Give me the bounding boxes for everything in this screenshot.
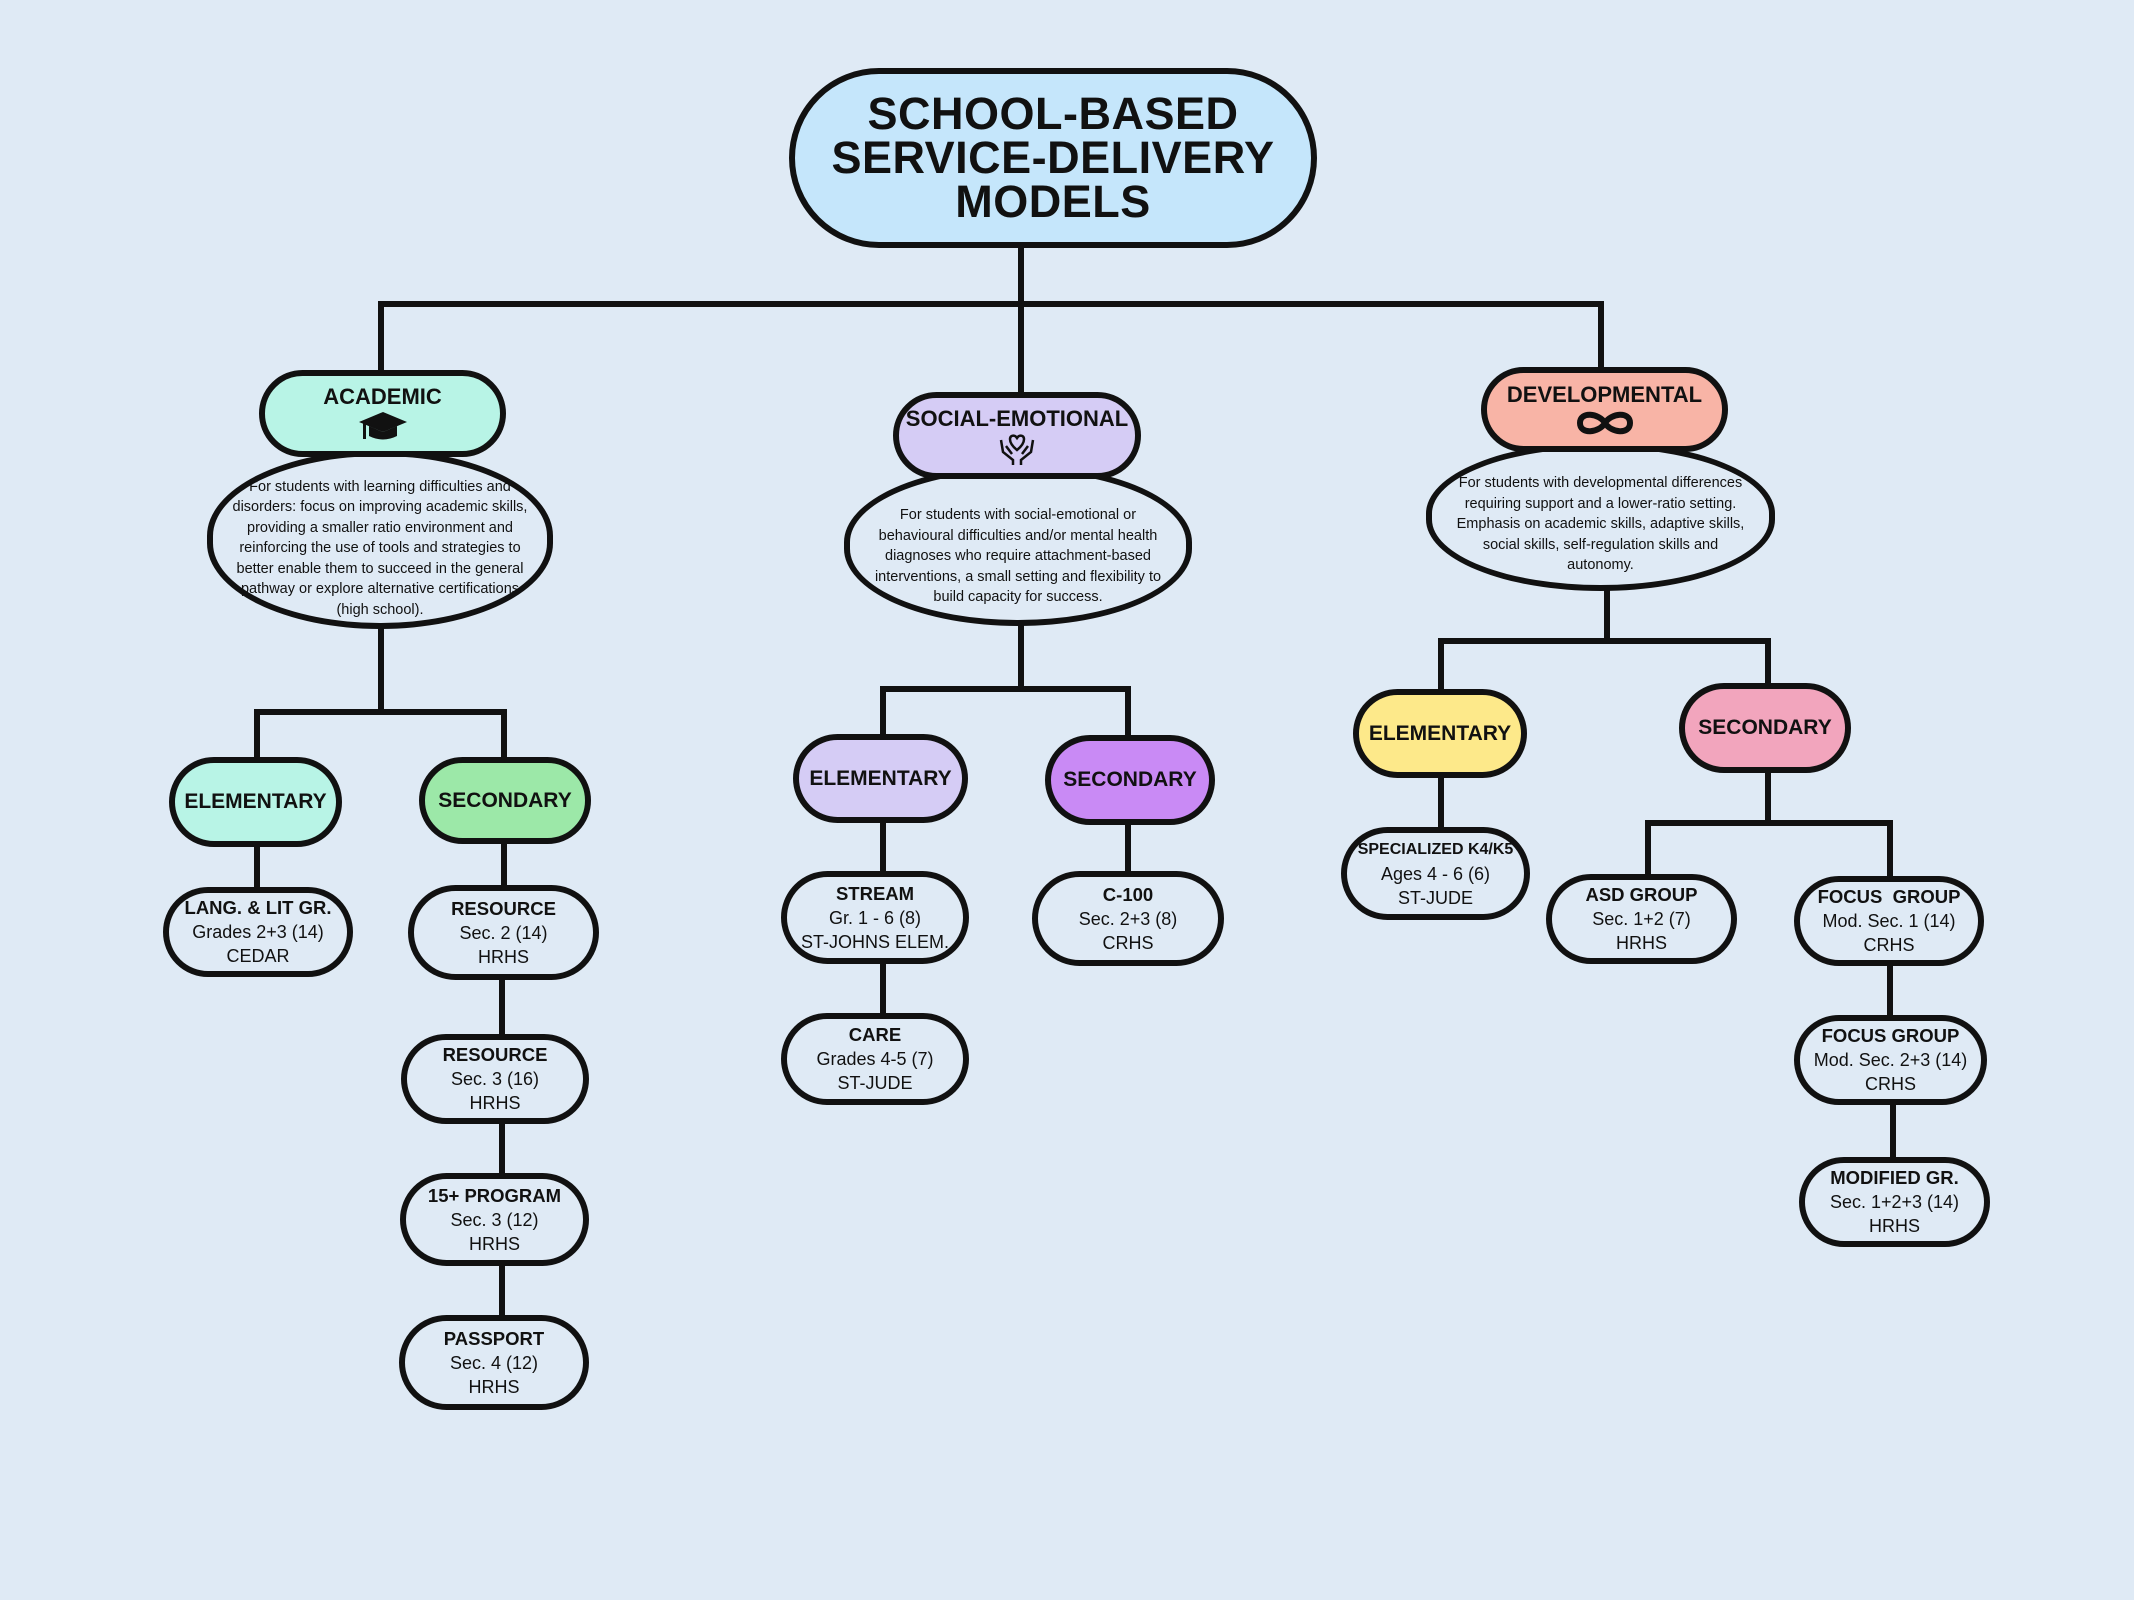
academic-description: For students with learning difficulties … — [207, 450, 553, 629]
graduation-cap-icon — [357, 410, 409, 444]
developmental-description: For students with developmental differen… — [1426, 442, 1775, 591]
program-care: CARE Grades 4-5 (7) ST-JUDE — [781, 1013, 969, 1105]
program-name: CARE — [848, 1024, 902, 1045]
developmental-description-text: For students with developmental differen… — [1456, 475, 1745, 574]
level-label: SECONDARY — [1698, 716, 1832, 739]
program-name: PASSPORT — [443, 1327, 545, 1349]
category-developmental: DEVELOPMENTAL — [1481, 367, 1728, 452]
social-elementary: ELEMENTARY — [793, 734, 968, 823]
level-label: ELEMENTARY — [809, 766, 952, 790]
academic-description-text: For students with learning difficulties … — [232, 478, 528, 618]
program-name: MODIFIED GR. — [1830, 1167, 1959, 1188]
social-label: SOCIAL-EMOTIONAL — [905, 405, 1129, 431]
program-name: FOCUS GROUP — [1817, 886, 1961, 907]
program-school: HRHS — [469, 1093, 521, 1113]
level-label: SECONDARY — [1063, 768, 1197, 791]
title-line-1: SCHOOL-BASED — [867, 88, 1239, 139]
category-social-emotional: SOCIAL-EMOTIONAL — [893, 392, 1141, 479]
program-15-plus: 15+ PROGRAM Sec. 3 (12) HRHS — [400, 1173, 589, 1266]
program-name: FOCUS GROUP — [1821, 1025, 1960, 1046]
program-stream: STREAM Gr. 1 - 6 (8) ST-JOHNS ELEM. — [781, 871, 969, 964]
diagram-title: SCHOOL-BASED SERVICE-DELIVERY MODELS — [789, 68, 1317, 248]
level-label: ELEMENTARY — [184, 790, 327, 813]
program-school: CEDAR — [226, 946, 290, 966]
program-detail: Gr. 1 - 6 (8) — [828, 907, 922, 928]
program-school: ST-JUDE — [1397, 887, 1473, 908]
program-name: ASD GROUP — [1585, 884, 1698, 905]
level-label: SECONDARY — [438, 788, 572, 812]
program-name: STREAM — [835, 882, 915, 904]
program-school: HRHS — [477, 946, 529, 967]
program-detail: Mod. Sec. 1 (14) — [1822, 911, 1956, 931]
program-detail: Sec. 1+2+3 (14) — [1829, 1192, 1960, 1212]
program-detail: Sec. 4 (12) — [449, 1352, 539, 1373]
program-resource-sec3: RESOURCE Sec. 3 (16) HRHS — [401, 1034, 589, 1124]
heart-hands-icon — [997, 432, 1037, 466]
program-resource-sec2: RESOURCE Sec. 2 (14) HRHS — [408, 885, 599, 980]
developmental-label: DEVELOPMENTAL — [1506, 381, 1703, 407]
program-detail: Ages 4 - 6 (6) — [1380, 863, 1491, 884]
program-c100: C-100 Sec. 2+3 (8) CRHS — [1032, 871, 1224, 966]
academic-label: ACADEMIC — [323, 383, 442, 409]
program-name: C-100 — [1102, 883, 1154, 905]
program-name: SPECIALIZED K4/K5 — [1357, 840, 1514, 858]
program-school: CRHS — [1864, 1074, 1916, 1094]
program-asd-group: ASD GROUP Sec. 1+2 (7) HRHS — [1546, 874, 1737, 964]
program-school: ST-JOHNS ELEM. — [800, 931, 950, 952]
social-secondary: SECONDARY — [1045, 735, 1215, 825]
program-focus-group-sec23: FOCUS GROUP Mod. Sec. 2+3 (14) CRHS — [1794, 1015, 1987, 1105]
program-detail: Grades 4-5 (7) — [816, 1049, 934, 1069]
program-school: ST-JUDE — [837, 1073, 913, 1093]
infinity-icon — [1572, 408, 1638, 438]
program-name: RESOURCE — [451, 897, 556, 919]
program-name: 15+ PROGRAM — [427, 1184, 562, 1206]
program-detail: Sec. 2+3 (8) — [1078, 908, 1178, 929]
program-name: LANG. & LIT GR. — [184, 897, 332, 918]
program-school: HRHS — [1868, 1216, 1920, 1236]
developmental-secondary: SECONDARY — [1679, 683, 1851, 773]
program-lang-lit: LANG. & LIT GR. Grades 2+3 (14) CEDAR — [163, 887, 353, 977]
program-school: CRHS — [1863, 935, 1915, 955]
program-detail: Sec. 3 (12) — [450, 1209, 539, 1230]
developmental-elementary: ELEMENTARY — [1353, 689, 1527, 778]
program-detail: Mod. Sec. 2+3 (14) — [1813, 1050, 1968, 1070]
program-detail: Sec. 1+2 (7) — [1592, 909, 1691, 929]
academic-secondary: SECONDARY — [419, 757, 591, 844]
program-modified-group: MODIFIED GR. Sec. 1+2+3 (14) HRHS — [1799, 1157, 1990, 1247]
program-school: HRHS — [1615, 933, 1667, 953]
program-focus-group-sec1: FOCUS GROUP Mod. Sec. 1 (14) CRHS — [1794, 876, 1984, 966]
program-passport: PASSPORT Sec. 4 (12) HRHS — [399, 1315, 589, 1410]
category-academic: ACADEMIC — [259, 370, 506, 457]
social-description-text: For students with social-emotional or be… — [874, 507, 1162, 606]
program-detail: Sec. 2 (14) — [459, 922, 548, 943]
program-school: HRHS — [468, 1376, 520, 1397]
title-line-2: SERVICE-DELIVERY — [831, 132, 1275, 183]
program-specialized-k4k5: SPECIALIZED K4/K5 Ages 4 - 6 (6) ST-JUDE — [1341, 827, 1530, 920]
social-description: For students with social-emotional or be… — [844, 465, 1192, 626]
program-detail: Grades 2+3 (14) — [192, 922, 324, 942]
program-name: RESOURCE — [442, 1044, 548, 1065]
academic-elementary: ELEMENTARY — [169, 757, 342, 847]
title-line-3: MODELS — [955, 176, 1151, 227]
level-label: ELEMENTARY — [1368, 721, 1512, 745]
program-detail: Sec. 3 (16) — [450, 1069, 540, 1089]
program-school: HRHS — [468, 1233, 520, 1254]
program-school: CRHS — [1102, 932, 1154, 953]
